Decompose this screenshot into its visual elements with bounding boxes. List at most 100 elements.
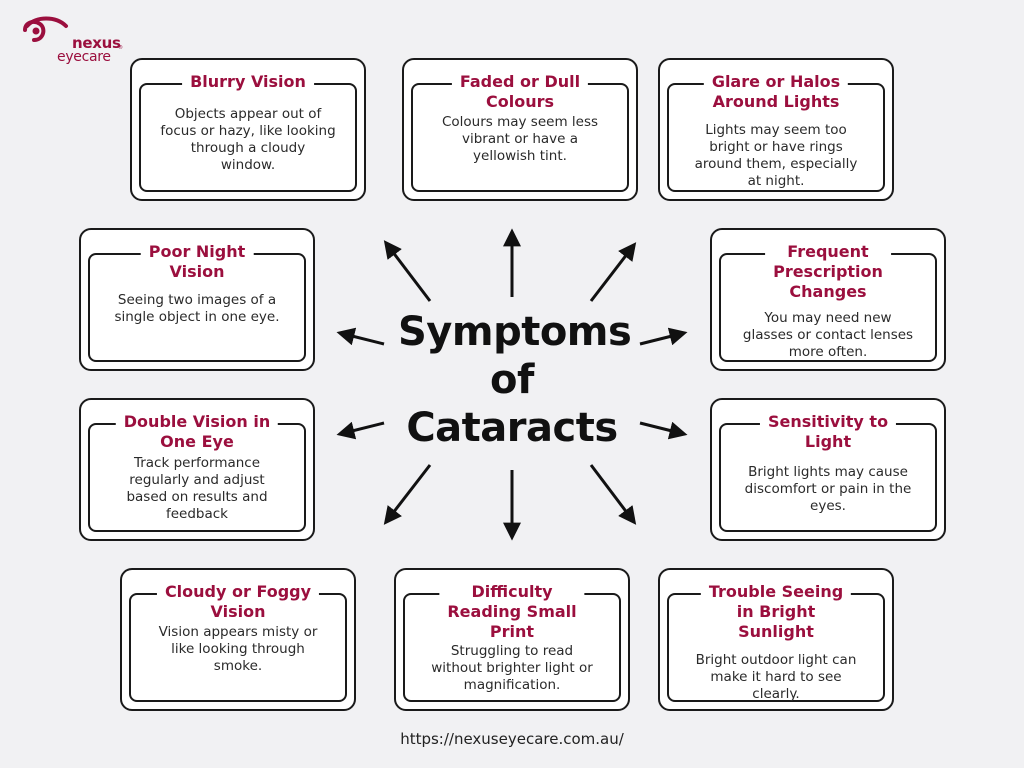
card-title-line: Sunlight [738, 622, 814, 641]
card-cloudy-vision: Cloudy or Foggy Vision Vision appears mi… [120, 568, 356, 711]
card-title-line: Frequent [787, 242, 869, 261]
card-title-line: Vision [210, 602, 266, 621]
arrow-down-right [589, 464, 637, 525]
arrow-left-lower [336, 421, 385, 440]
logo-text-nexus: nexus [72, 34, 121, 52]
description-line: regularly and adjust [129, 472, 265, 488]
arrow-down-left [383, 464, 432, 525]
description-line: glasses or contact lenses [742, 327, 914, 343]
arrow-up-right [589, 242, 637, 302]
card-prescription-changes: Frequent Prescription Changes You may ne… [710, 228, 946, 371]
card-title: Poor Night Vision [140, 242, 254, 282]
card-title: Blurry Vision [182, 72, 314, 92]
description-line: magnification. [463, 677, 561, 693]
card-description: Bright lights may cause discomfort or pa… [728, 464, 928, 515]
description-line: Struggling to read [450, 643, 574, 659]
footer-url[interactable]: https://nexuseyecare.com.au/ [400, 730, 624, 748]
description-line: Track performance [133, 455, 261, 471]
card-title: Double Vision in One Eye [115, 412, 279, 452]
description-line: through a cloudy [190, 140, 306, 156]
description-line: Vision appears misty or [158, 624, 318, 640]
card-poor-night-vision: Poor Night Vision Seeing two images of a… [79, 228, 315, 371]
card-title-line: Light [804, 432, 852, 451]
center-heading: Symptoms of Cataracts [398, 308, 632, 452]
card-description: Track performance regularly and adjust b… [97, 455, 297, 523]
description-line: clearly. [752, 686, 800, 702]
card-title: Trouble Seeing in Bright Sunlight [700, 582, 852, 642]
card-title-line: Vision [169, 262, 225, 281]
description-line: eyes. [810, 498, 846, 514]
arrow-left-upper [336, 327, 385, 346]
center-heading-line: Symptoms [398, 309, 632, 355]
card-title-line: Prescription [773, 262, 883, 281]
center-heading-line: Cataracts [406, 405, 618, 451]
center-heading-line: of [490, 357, 534, 403]
description-line: at night. [747, 173, 805, 189]
description-line: single object in one eye. [114, 309, 280, 325]
card-title-line: Blurry Vision [190, 72, 306, 91]
description-line: Colours may seem less [441, 114, 599, 130]
card-title-line: Sensitivity to [767, 412, 889, 431]
card-description: Lights may seem too bright or have rings… [676, 122, 876, 190]
card-description: Bright outdoor light can make it hard to… [676, 652, 876, 703]
eye-logo-icon [23, 16, 68, 42]
description-line: without brighter light or [431, 660, 593, 676]
arrow-right-upper [639, 327, 688, 346]
description-line: Seeing two images of a [117, 292, 277, 308]
card-title: Sensitivity to Light [759, 412, 897, 452]
card-title-line: Trouble Seeing [708, 582, 844, 601]
card-blurry-vision: Blurry Vision Objects appear out of focu… [130, 58, 366, 201]
description-line: window. [220, 157, 276, 173]
card-title: Faded or Dull Colours [451, 72, 589, 112]
card-title-line: Reading Small [447, 602, 577, 621]
description-line: Bright lights may cause [748, 464, 908, 480]
card-title: Frequent Prescription Changes [765, 242, 891, 302]
logo-text-eyecare: eyecare [57, 49, 111, 65]
card-description: Seeing two images of a single object in … [97, 292, 297, 326]
description-line: based on results and [126, 489, 268, 505]
card-title-line: Around Lights [712, 92, 840, 111]
description-line: Objects appear out of [174, 106, 322, 122]
description-line: focus or hazy, like looking [160, 123, 336, 139]
description-line: Bright outdoor light can [695, 652, 857, 668]
card-title-line: Faded or Dull [459, 72, 581, 91]
card-light-sensitivity: Sensitivity to Light Bright lights may c… [710, 398, 946, 541]
card-title-line: Print [489, 622, 535, 641]
description-line: smoke. [213, 658, 263, 674]
card-title: Difficulty Reading Small Print [439, 582, 585, 642]
description-line: Lights may seem too [705, 122, 847, 138]
card-description: You may need new glasses or contact lens… [728, 310, 928, 361]
description-line: more often. [788, 344, 868, 360]
arrow-up-left [383, 240, 432, 302]
card-description: Vision appears misty or like looking thr… [138, 624, 338, 675]
card-title-line: Cloudy or Foggy [164, 582, 312, 601]
nexus-eyecare-logo: nexus eyecare ® [22, 14, 132, 70]
description-line: bright or have rings [709, 139, 843, 155]
logo-registered-mark: ® [118, 45, 123, 51]
description-line: discomfort or pain in the [744, 481, 912, 497]
description-line: You may need new [764, 310, 892, 326]
card-title-line: Changes [789, 282, 867, 301]
card-description: Colours may seem less vibrant or have a … [420, 114, 620, 165]
description-line: feedback [165, 506, 228, 522]
card-description: Objects appear out of focus or hazy, lik… [148, 106, 348, 174]
card-title: Cloudy or Foggy Vision [156, 582, 320, 622]
card-title-line: One Eye [160, 432, 234, 451]
card-double-vision: Double Vision in One Eye Track performan… [79, 398, 315, 541]
card-faded-colours: Faded or Dull Colours Colours may seem l… [402, 58, 638, 201]
card-glare-halos: Glare or Halos Around Lights Lights may … [658, 58, 894, 201]
description-line: yellowish tint. [473, 148, 567, 164]
card-title-line: Difficulty [471, 582, 553, 601]
description-line: vibrant or have a [461, 131, 579, 147]
card-description: Struggling to read without brighter ligh… [412, 643, 612, 694]
card-title-line: in Bright [736, 602, 816, 621]
arrow-right-lower [639, 421, 688, 440]
description-line: around them, especially [694, 156, 858, 172]
card-title-line: Double Vision in [123, 412, 271, 431]
card-bright-sunlight: Trouble Seeing in Bright Sunlight Bright… [658, 568, 894, 711]
description-line: like looking through [171, 641, 305, 657]
card-title-line: Colours [485, 92, 554, 111]
card-title: Glare or Halos Around Lights [703, 72, 849, 112]
description-line: make it hard to see [710, 669, 842, 685]
